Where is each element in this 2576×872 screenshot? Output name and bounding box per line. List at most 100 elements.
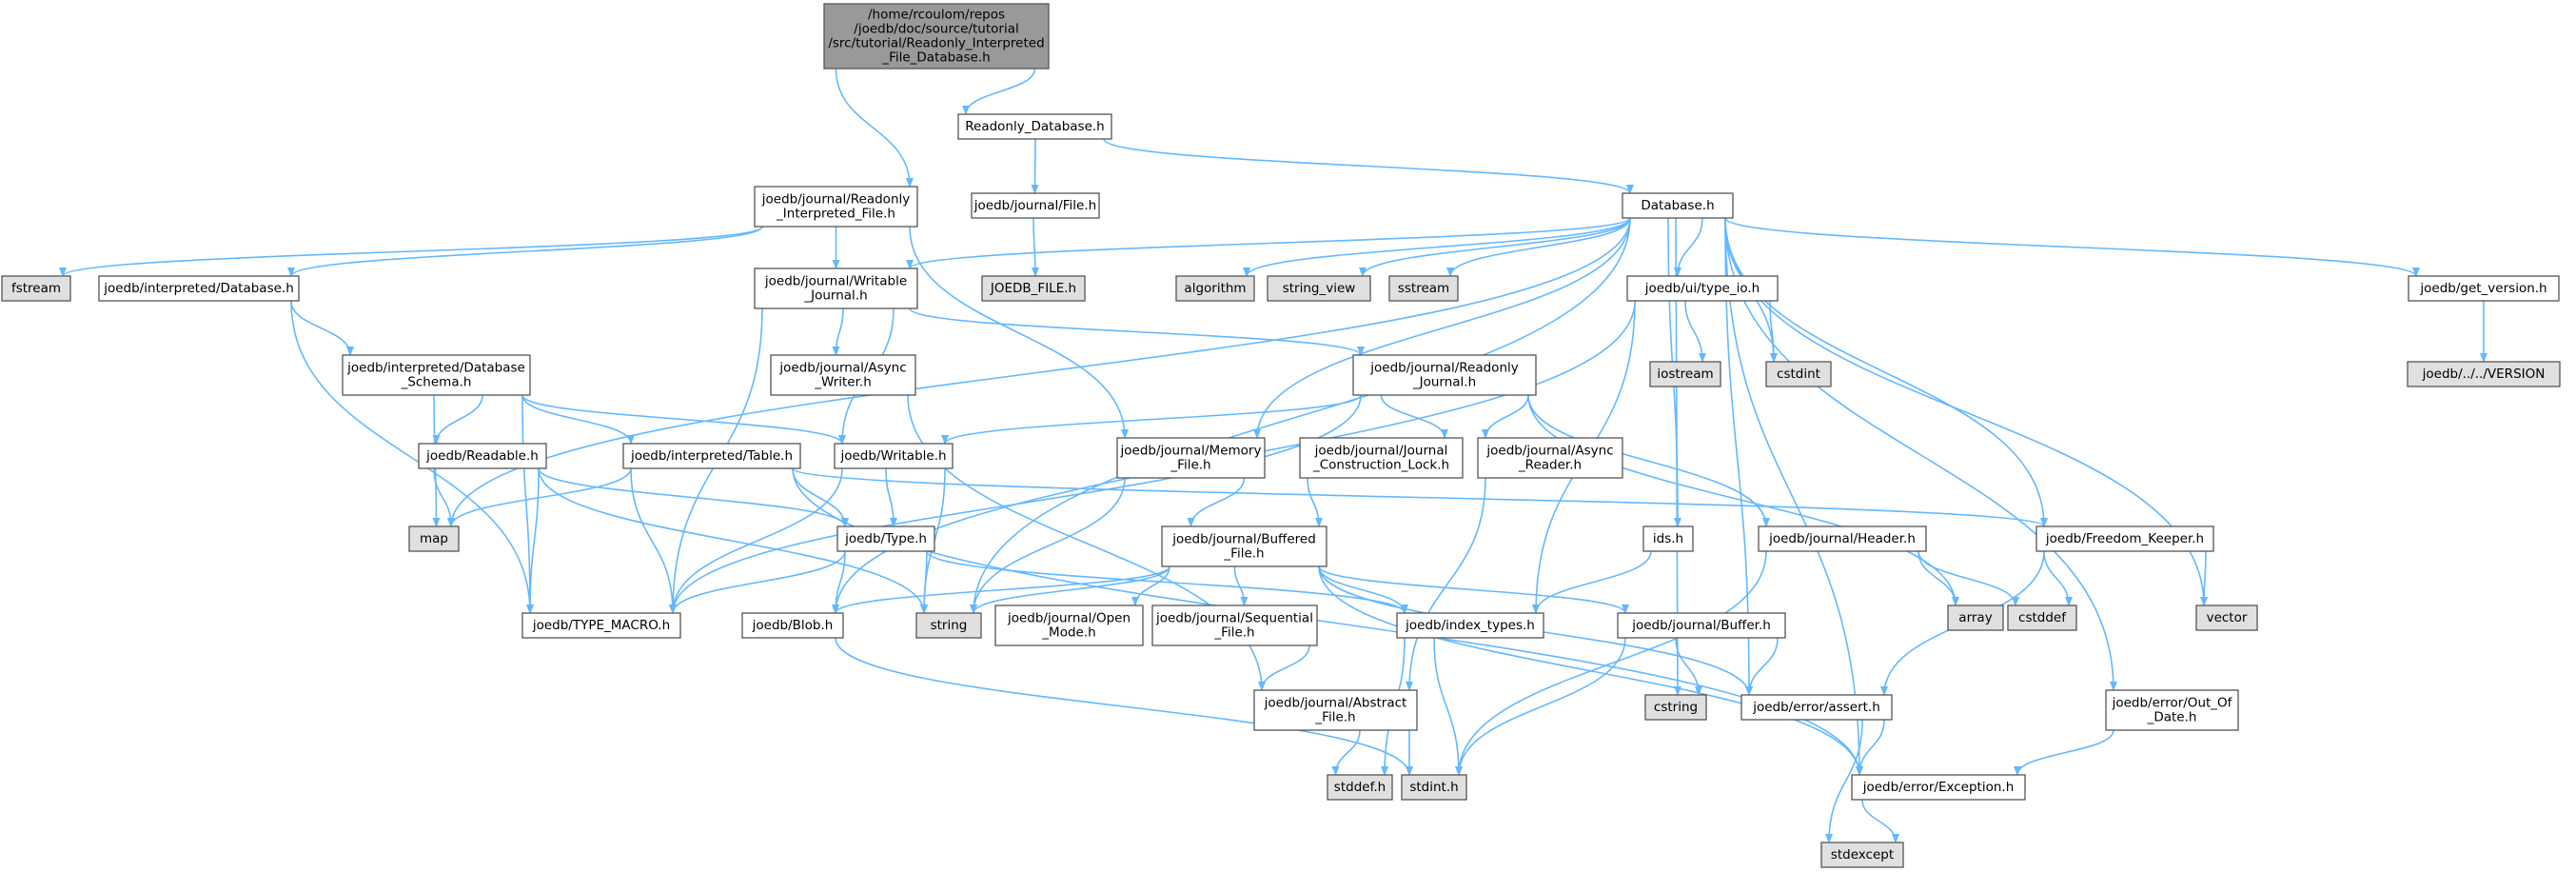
node-interpreted-table[interactable]: joedb/interpreted/Table.h [622,443,801,469]
edge-type-to-index_types [926,550,1408,614]
node-journal-async-reader[interactable]: joedb/journal/Async_Reader.h [1477,437,1623,479]
node-writable[interactable]: joedb/Writable.h [834,443,954,469]
node-box [836,525,935,552]
node-database[interactable]: Database.h [1622,192,1734,219]
node-ui-type-io[interactable]: joedb/ui/type_io.h [1626,275,1779,302]
edge-journal_buffered_file-to-blob [832,565,1170,614]
edge-journal_readonly_interpreted_file-to-fstream [59,226,763,277]
node-journal-writable-journal[interactable]: joedb/journal/Writable_Journal.h [754,268,918,309]
edge-interpreted_table-to-type_macro [630,467,677,614]
node-label: joedb/journal/Async [1485,444,1613,459]
node-label: _Interpreted_File.h [776,207,895,222]
node-cstddef: cstddef [2007,604,2077,631]
node-label: fstream [11,281,61,296]
node-get-version[interactable]: joedb/get_version.h [2408,275,2560,302]
node-journal-memory-file[interactable]: joedb/journal/Memory_File.h [1116,437,1266,479]
node-label: joedb/journal/Readonly [1369,361,1519,376]
node-journal-async-writer[interactable]: joedb/journal/Async_Writer.h [770,354,916,396]
node-box [823,3,1050,69]
edge-database-to-algorithm [1243,217,1631,277]
node-label: joedb/journal/Memory [1120,444,1262,459]
node-journal-header[interactable]: joedb/journal/Header.h [1758,525,1927,552]
node-label: joedb/journal/Buffered [1171,532,1316,547]
node-box [1947,604,2004,631]
node-error-assert[interactable]: joedb/error/assert.h [1740,694,1893,721]
node-label: joedb/interpreted/Database [346,361,525,376]
edge-writable-to-type [885,467,897,527]
edge-error_out_of_date-to-error_exception [2014,729,2114,776]
node-type[interactable]: joedb/Type.h [836,525,935,552]
node-label: ids.h [1653,531,1683,546]
node-journal-file[interactable]: joedb/journal/File.h [971,192,1100,219]
node-label: cstddef [2018,610,2067,625]
node-box [1401,774,1467,801]
node-interpreted-database[interactable]: joedb/interpreted/Database.h [98,275,300,302]
node-error-exception[interactable]: joedb/error/Exception.h [1851,774,2026,801]
node-sstream: sstream [1388,275,1459,302]
edge-error_exception-to-stdexcept [1861,799,1899,843]
node-box [1758,525,1927,552]
node-index-types[interactable]: joedb/index_types.h [1396,612,1544,639]
node-box [1642,525,1694,552]
edge-journal_header-to-cstddef [1917,550,2019,606]
node-type-macro[interactable]: joedb/TYPE_MACRO.h [521,612,681,639]
node-freedom-keeper[interactable]: joedb/Freedom_Keeper.h [2035,525,2214,552]
edge-journal_memory_file-to-journal_buffered_file [1187,477,1246,527]
edge-journal_buffered_file-to-journal_buffer [1318,565,1629,614]
edge-journal_header-to-stdint [1455,550,1767,776]
edge-journal_construction_lock-to-journal_buffered_file [1307,477,1323,527]
node-box [1851,774,2026,801]
node-label: stddef.h [1334,780,1386,795]
edge-journal_buffered_file-to-index_types [1318,565,1408,614]
node-journal-buffered-file[interactable]: joedb/journal/Buffered_File.h [1161,525,1327,567]
node-label: joedb/journal/Abstract [1264,696,1407,711]
node-journal-abstract-file[interactable]: joedb/journal/Abstract_File.h [1253,689,1418,731]
node-box [2035,525,2214,552]
node-box [622,443,801,469]
node-box [754,268,918,309]
node-label: map [420,531,448,546]
node-box [915,612,982,639]
edge-root-to-journal_readonly_interpreted_file [835,68,914,188]
node-label: joedb/error/Out_Of [2112,696,2233,711]
node-box [957,113,1112,140]
node-box [1,275,71,302]
edge-interpreted_database-to-interpreted_database_schema [290,300,354,356]
node-journal-readonly-journal[interactable]: joedb/journal/Readonly_Journal.h [1352,354,1537,396]
node-readonly-database[interactable]: Readonly_Database.h [957,113,1112,140]
node-box [2007,604,2077,631]
node-label: _Mode.h [1041,625,1095,641]
node-root[interactable]: /home/rcoulom/repos/joedb/doc/source/tut… [823,3,1050,69]
node-box [1477,437,1623,479]
edge-type-to-string [920,550,929,614]
node-error-out-of-date[interactable]: joedb/error/Out_Of_Date.h [2105,689,2239,731]
edge-index_types-to-stdint [1433,637,1463,776]
node-label: _File.h [1213,625,1254,641]
node-journal-readonly-interpreted-file[interactable]: joedb/journal/Readonly_Interpreted_File.… [754,186,918,228]
node-label: joedb/Writable.h [839,448,946,464]
node-iostream: iostream [1649,361,1721,387]
node-label: _Journal.h [803,288,867,304]
node-interpreted-database-schema[interactable]: joedb/interpreted/Database_Schema.h [342,354,531,396]
node-ids[interactable]: ids.h [1642,525,1694,552]
edge-freedom_keeper-to-cstddef [2043,550,2073,606]
node-label: cstdint [1777,367,1820,382]
node-label: joedb/Blob.h [752,618,834,633]
node-journal-sequential-file[interactable]: joedb/journal/Sequential_File.h [1151,604,1318,646]
node-joedb-file: JOEDB_FILE.h [981,275,1086,302]
node-cstdint: cstdint [1765,361,1832,387]
node-label: joedb/index_types.h [1405,618,1535,633]
node-stddef: stddef.h [1327,774,1393,801]
node-journal-open-mode[interactable]: joedb/journal/Open_Mode.h [994,604,1144,646]
node-box [1740,694,1893,721]
node-journal-construction-lock[interactable]: joedb/journal/Journal_Construction_Lock.… [1299,437,1464,479]
node-readable[interactable]: joedb/Readable.h [418,443,547,469]
node-label: joedb/get_version.h [2419,281,2547,296]
node-blob[interactable]: joedb/Blob.h [741,612,844,639]
edge-journal_readonly_journal-to-journal_construction_lock [1380,394,1448,439]
node-label: JOEDB_FILE.h [990,281,1076,296]
node-journal-buffer[interactable]: joedb/journal/Buffer.h [1617,612,1786,639]
node-box [98,275,300,302]
edge-interpreted_database_schema-to-type_macro [521,394,534,614]
